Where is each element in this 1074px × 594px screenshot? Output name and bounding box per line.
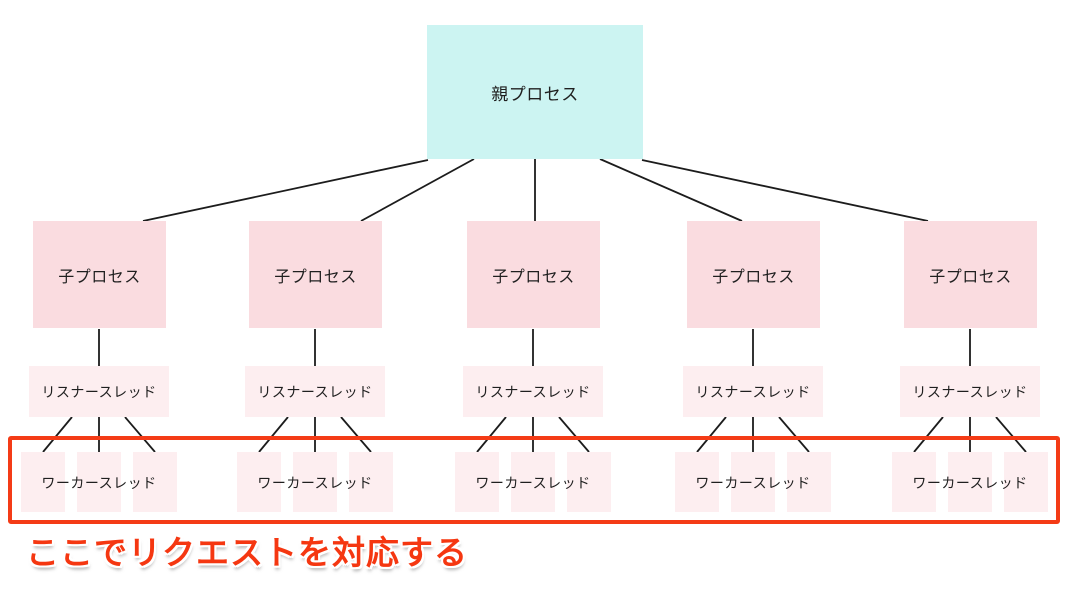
child-process-node: 子プロセス (904, 221, 1037, 328)
parent-process-node: 親プロセス (427, 25, 643, 159)
listener-thread-node: リスナースレッド (245, 366, 385, 417)
worker-thread-box (675, 452, 719, 512)
worker-thread-box (349, 452, 393, 512)
child-process-node: 子プロセス (467, 221, 600, 328)
listener-thread-node: リスナースレッド (29, 366, 169, 417)
worker-thread-box (1004, 452, 1048, 512)
worker-thread-label: ワーカースレッド (257, 475, 373, 491)
worker-thread-label: ワーカースレッド (695, 475, 811, 491)
listener-thread-node: リスナースレッド (463, 366, 603, 417)
listener-thread-node: リスナースレッド (683, 366, 823, 417)
request-highlight-rect (8, 436, 1060, 524)
worker-thread-box (21, 452, 65, 512)
worker-thread-box (237, 452, 281, 512)
worker-thread-box (511, 452, 555, 512)
child-process-node: 子プロセス (687, 221, 820, 328)
worker-thread-box (948, 452, 992, 512)
worker-thread-label: ワーカースレッド (475, 475, 591, 491)
worker-thread-box (787, 452, 831, 512)
worker-thread-box (892, 452, 936, 512)
worker-thread-box (731, 452, 775, 512)
caption-text: ここでリクエストを対応する (26, 534, 468, 571)
worker-thread-box (293, 452, 337, 512)
worker-thread-label: ワーカースレッド (41, 475, 157, 491)
worker-thread-box (455, 452, 499, 512)
listener-thread-node: リスナースレッド (900, 366, 1040, 417)
child-process-node: 子プロセス (249, 221, 382, 328)
worker-thread-label: ワーカースレッド (912, 475, 1028, 491)
worker-thread-box (133, 452, 177, 512)
child-process-node: 子プロセス (33, 221, 166, 328)
worker-thread-box (77, 452, 121, 512)
worker-thread-box (567, 452, 611, 512)
